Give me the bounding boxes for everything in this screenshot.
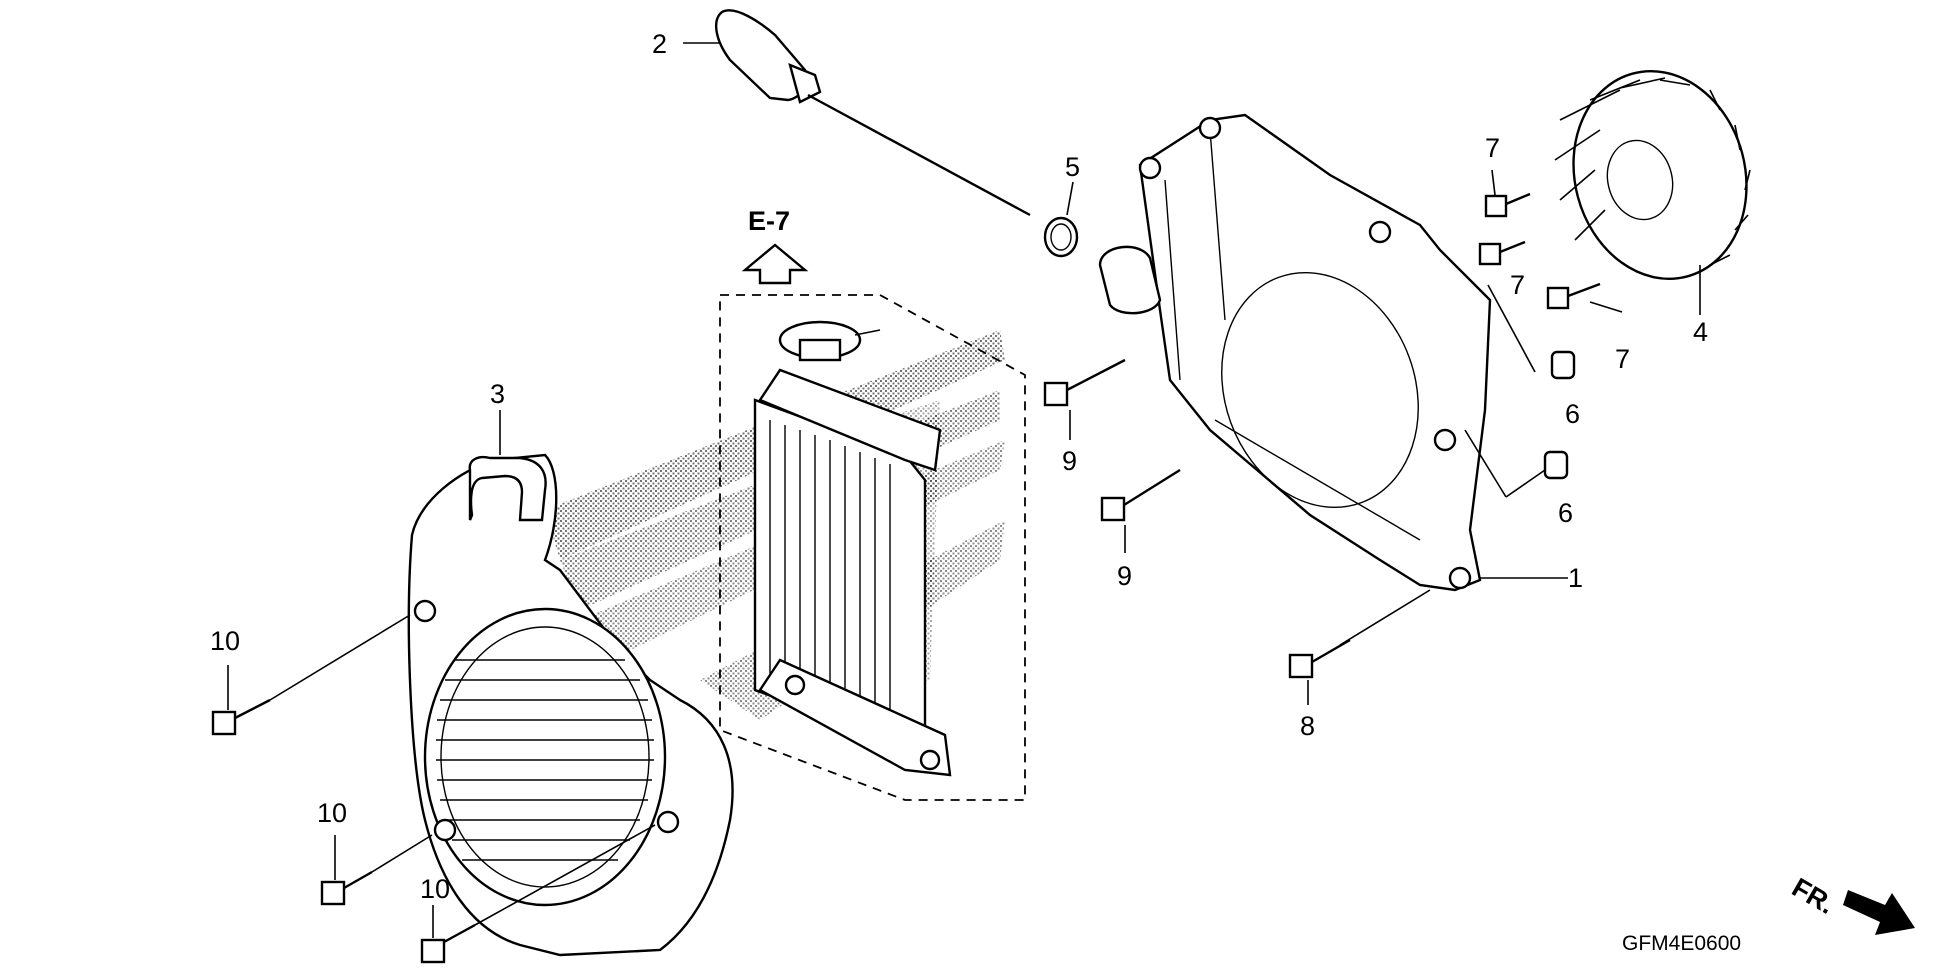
callout-1: 1 [1568,563,1583,593]
fan-bolt-right [1546,282,1623,313]
direction-label: FR. [1787,872,1840,920]
radiator-core-lines [769,420,891,738]
fan-housing [1098,113,1568,592]
cooling-fan [1554,70,1751,315]
fan-bolt-top [1484,169,1531,218]
radiator-assembly [719,294,1026,801]
housing-bolt-upper [1043,358,1126,440]
callout-5: 5 [1065,152,1080,182]
reference-arrow: E-7 [741,206,809,285]
callout-7-middle: 7 [1510,270,1525,300]
cover-bolt-middle [320,834,433,906]
callout-9-upper: 9 [1062,446,1077,476]
callout-10-middle: 10 [317,798,347,828]
front-direction-indicator: FR. [1787,872,1915,935]
callout-8: 8 [1300,711,1315,741]
callout-2: 2 [652,29,667,59]
housing-bolt-lower [1100,468,1181,553]
callout-3: 3 [490,379,505,409]
front-arrow-icon [1843,890,1915,935]
callout-10-left: 10 [210,626,240,656]
up-arrow-icon [741,243,809,285]
fan-shroud-cover [407,453,734,957]
cover-bolt-bottom [420,824,656,964]
fan-blades [1554,77,1751,266]
cover-grille [436,659,654,861]
o-ring [1043,181,1079,258]
diagram-code: GFM4E0600 [1622,932,1741,955]
callout-6-upper: 6 [1565,399,1580,429]
callout-6-lower: 6 [1558,498,1573,528]
collar-upper [1487,284,1576,380]
callout-10-bottom: 10 [420,874,450,904]
callout-7-top: 7 [1485,133,1500,163]
dipstick [683,9,1031,217]
callout-9-lower: 9 [1117,561,1132,591]
cover-bolt-left [211,614,411,736]
callout-7-right: 7 [1615,344,1630,374]
reference-label: E-7 [748,206,790,236]
collar-lower [1464,429,1569,498]
housing-bolt-bottom [1288,589,1431,705]
callout-4: 4 [1693,317,1708,347]
fan-bolt-middle [1478,240,1526,266]
callout-labels: 1 2 3 4 5 6 6 7 7 7 8 9 9 10 10 10 [210,29,1708,904]
